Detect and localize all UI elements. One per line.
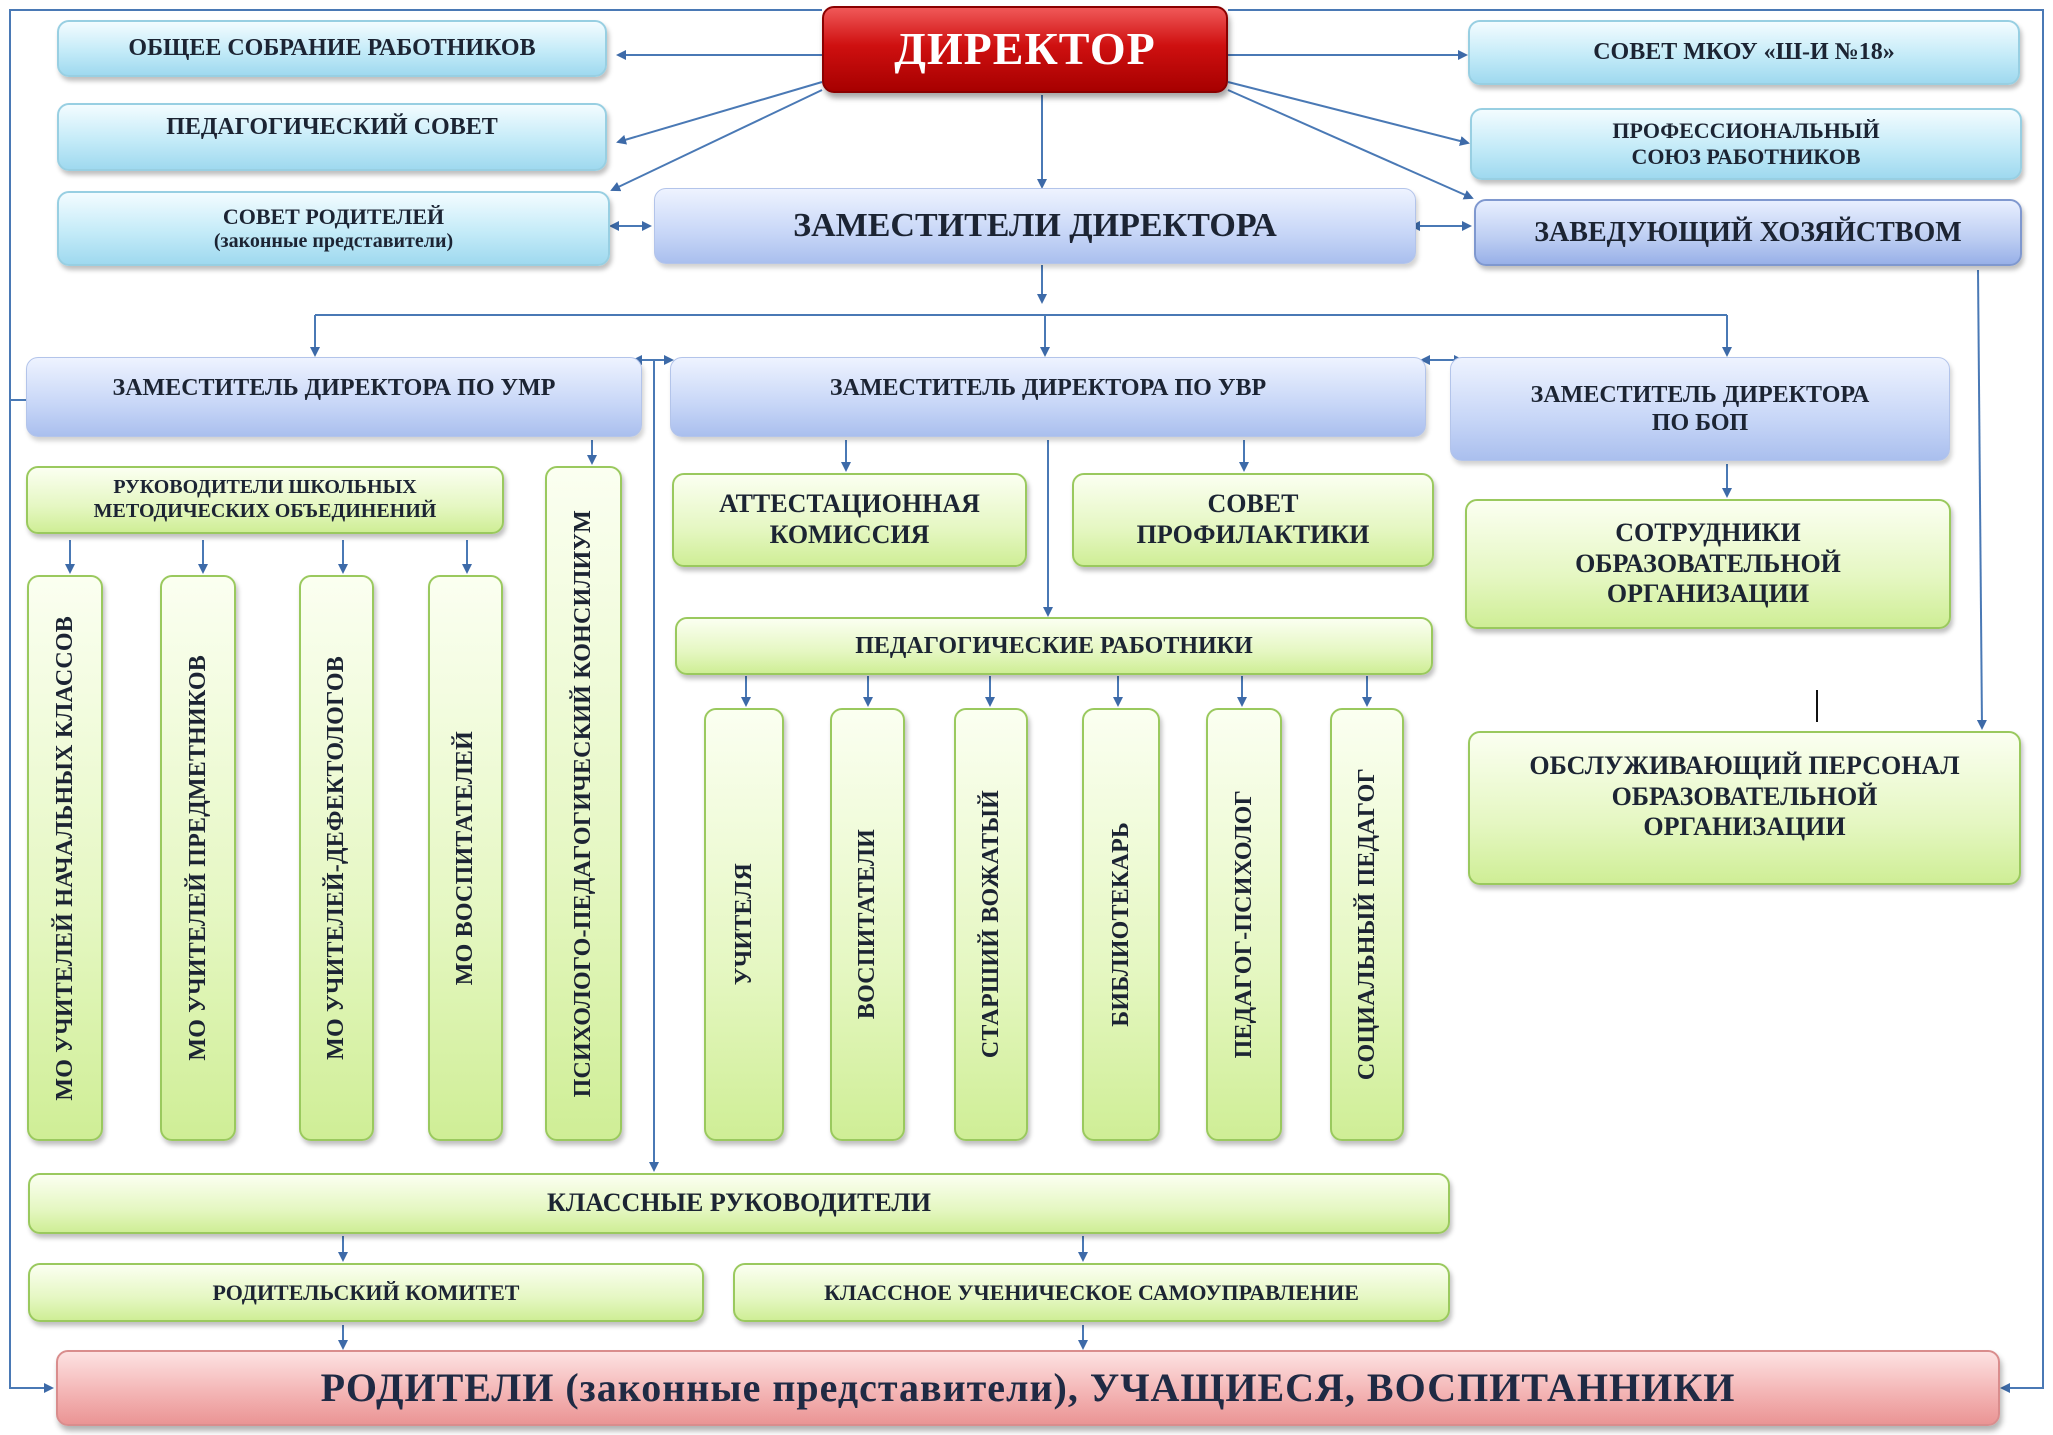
trade-union-box: ПРОФЕССИОНАЛЬНЫЙ СОЮЗ РАБОТНИКОВ	[1470, 108, 2022, 180]
pedagogical-council-label: ПЕДАГОГИЧЕСКИЙ СОВЕТ	[166, 114, 498, 140]
deputy-bop-line1: ЗАМЕСТИТЕЛЬ ДИРЕКТОРА	[1530, 381, 1870, 408]
mo-column-label: МО УЧИТЕЛЕЙ ПРЕДМЕТНИКОВ	[184, 655, 211, 1061]
mo-column: МО УЧИТЕЛЕЙ ПРЕДМЕТНИКОВ	[160, 575, 236, 1141]
deputy-bop-line2: ПО БОП	[1651, 410, 1749, 436]
school-council-label: СОВЕТ МКОУ «Ш-И №18»	[1593, 39, 1895, 66]
ped-column-label: ПЕДАГОГ-ПСИХОЛОГ	[1230, 790, 1257, 1059]
parent-committee-box: РОДИТЕЛЬСКИЙ КОМИТЕТ	[28, 1263, 704, 1322]
ppk-column: ПСИХОЛОГО-ПЕДАГОГИЧЕСКИЙ КОНСИЛИУМ	[545, 466, 622, 1141]
deputies-box: ЗАМЕСТИТЕЛИ ДИРЕКТОРА	[654, 188, 1416, 264]
staff-line1: СОТРУДНИКИ	[1615, 517, 1801, 547]
parents-students-box: РОДИТЕЛИ (законные представители), УЧАЩИ…	[56, 1350, 2000, 1426]
parent-committee-label: РОДИТЕЛЬСКИЙ КОМИТЕТ	[212, 1279, 520, 1305]
attestation-line1: АТТЕСТАЦИОННАЯ	[719, 489, 980, 519]
prevention-line2: ПРОФИЛАКТИКИ	[1136, 520, 1370, 549]
ped-column-label: БИБЛИОТЕКАРЬ	[1107, 822, 1134, 1027]
mo-column-label: МО УЧИТЕЛЕЙ НАЧАЛЬНЫХ КЛАССОВ	[51, 615, 78, 1101]
parents-council-subtitle: (законные представители)	[213, 229, 454, 252]
general-meeting-label: ОБЩЕЕ СОБРАНИЕ РАБОТНИКОВ	[128, 35, 536, 62]
trade-union-line2: СОЮЗ РАБОТНИКОВ	[1631, 144, 1861, 169]
deputy-uvr-label: ЗАМЕСТИТЕЛЬ ДИРЕКТОРА ПО УВР	[829, 375, 1267, 401]
director-box: ДИРЕКТОР	[822, 6, 1228, 93]
service-staff-line3: ОРГАНИЗАЦИИ	[1643, 812, 1846, 842]
ped-column: ВОСПИТАТЕЛИ	[830, 708, 905, 1141]
ped-workers-label: ПЕДАГОГИЧЕСКИЕ РАБОТНИКИ	[855, 632, 1253, 659]
ped-column: СТАРШИЙ ВОЖАТЫЙ	[954, 708, 1028, 1141]
service-staff-line1: ОБСЛУЖИВАЮЩИЙ ПЕРСОНАЛ	[1529, 751, 1960, 780]
deputy-umr-box: ЗАМЕСТИТЕЛЬ ДИРЕКТОРА ПО УМР	[26, 357, 642, 437]
deputy-uvr-box: ЗАМЕСТИТЕЛЬ ДИРЕКТОРА ПО УВР	[670, 357, 1426, 437]
mo-heads-box: РУКОВОДИТЕЛИ ШКОЛЬНЫХ МЕТОДИЧЕСКИХ ОБЪЕД…	[26, 466, 504, 534]
student-government-box: КЛАССНОЕ УЧЕНИЧЕСКОЕ САМОУПРАВЛЕНИЕ	[733, 1263, 1450, 1322]
mo-column: МО УЧИТЕЛЕЙ НАЧАЛЬНЫХ КЛАССОВ	[27, 575, 103, 1141]
ped-workers-box: ПЕДАГОГИЧЕСКИЕ РАБОТНИКИ	[675, 617, 1433, 675]
class-teachers-label: КЛАССНЫЕ РУКОВОДИТЕЛИ	[547, 1188, 931, 1218]
staff-box: СОТРУДНИКИ ОБРАЗОВАТЕЛЬНОЙ ОРГАНИЗАЦИИ	[1465, 499, 1951, 629]
pedagogical-council-box: ПЕДАГОГИЧЕСКИЙ СОВЕТ	[57, 103, 607, 171]
student-government-label: КЛАССНОЕ УЧЕНИЧЕСКОЕ САМОУПРАВЛЕНИЕ	[824, 1279, 1359, 1305]
ped-column-label: ВОСПИТАТЕЛИ	[854, 829, 881, 1020]
mo-column-label: МО ВОСПИТАТЕЛЕЙ	[452, 730, 479, 986]
ped-column: СОЦИАЛЬНЫЙ ПЕДАГОГ	[1330, 708, 1404, 1141]
ped-column-label: СОЦИАЛЬНЫЙ ПЕДАГОГ	[1353, 768, 1380, 1081]
mo-column: МО УЧИТЕЛЕЙ-ДЕФЕКТОЛОГОВ	[299, 575, 374, 1141]
ped-column: БИБЛИОТЕКАРЬ	[1082, 708, 1160, 1141]
parents-council-box: СОВЕТ РОДИТЕЛЕЙ (законные представители)	[57, 191, 610, 266]
ped-column: УЧИТЕЛЯ	[704, 708, 784, 1141]
ped-column: ПЕДАГОГ-ПСИХОЛОГ	[1206, 708, 1282, 1141]
staff-line3: ОРГАНИЗАЦИИ	[1606, 579, 1810, 609]
director-label: ДИРЕКТОР	[894, 23, 1156, 75]
ppk-label: ПСИХОЛОГО-ПЕДАГОГИЧЕСКИЙ КОНСИЛИУМ	[570, 509, 597, 1098]
facilities-head-label: ЗАВЕДУЮЩИЙ ХОЗЯЙСТВОМ	[1534, 216, 1962, 248]
attestation-line2: КОМИССИЯ	[769, 520, 930, 549]
general-meeting-box: ОБЩЕЕ СОБРАНИЕ РАБОТНИКОВ	[57, 20, 607, 77]
service-staff-box: ОБСЛУЖИВАЮЩИЙ ПЕРСОНАЛ ОБРАЗОВАТЕЛЬНОЙ О…	[1468, 731, 2021, 885]
staff-line2: ОБРАЗОВАТЕЛЬНОЙ	[1575, 548, 1841, 578]
parents-students-label: РОДИТЕЛИ (законные представители), УЧАЩИ…	[320, 1365, 1736, 1411]
mo-column-label: МО УЧИТЕЛЕЙ-ДЕФЕКТОЛОГОВ	[323, 656, 350, 1060]
deputy-bop-box: ЗАМЕСТИТЕЛЬ ДИРЕКТОРА ПО БОП	[1450, 357, 1950, 461]
ped-column-label: СТАРШИЙ ВОЖАТЫЙ	[977, 790, 1004, 1059]
mo-heads-line2: МЕТОДИЧЕСКИХ ОБЪЕДИНЕНИЙ	[93, 500, 437, 522]
service-staff-line2: ОБРАЗОВАТЕЛЬНОЙ	[1611, 781, 1878, 811]
trade-union-line1: ПРОФЕССИОНАЛЬНЫЙ	[1612, 118, 1880, 144]
attestation-box: АТТЕСТАЦИОННАЯ КОМИССИЯ	[672, 473, 1027, 567]
class-teachers-box: КЛАССНЫЕ РУКОВОДИТЕЛИ	[28, 1173, 1450, 1234]
prevention-line1: СОВЕТ	[1207, 489, 1299, 519]
parents-council-title: СОВЕТ РОДИТЕЛЕЙ	[222, 203, 445, 229]
facilities-head-box: ЗАВЕДУЮЩИЙ ХОЗЯЙСТВОМ	[1474, 199, 2022, 266]
text-cursor	[1816, 690, 1818, 722]
mo-heads-line1: РУКОВОДИТЕЛИ ШКОЛЬНЫХ	[113, 476, 417, 499]
deputy-umr-label: ЗАМЕСТИТЕЛЬ ДИРЕКТОРА ПО УМР	[112, 375, 556, 401]
ped-column-label: УЧИТЕЛЯ	[730, 863, 757, 986]
deputies-label: ЗАМЕСТИТЕЛИ ДИРЕКТОРА	[793, 206, 1277, 244]
school-council-box: СОВЕТ МКОУ «Ш-И №18»	[1468, 20, 2020, 85]
prevention-council-box: СОВЕТ ПРОФИЛАКТИКИ	[1072, 473, 1434, 567]
mo-column: МО ВОСПИТАТЕЛЕЙ	[428, 575, 503, 1141]
